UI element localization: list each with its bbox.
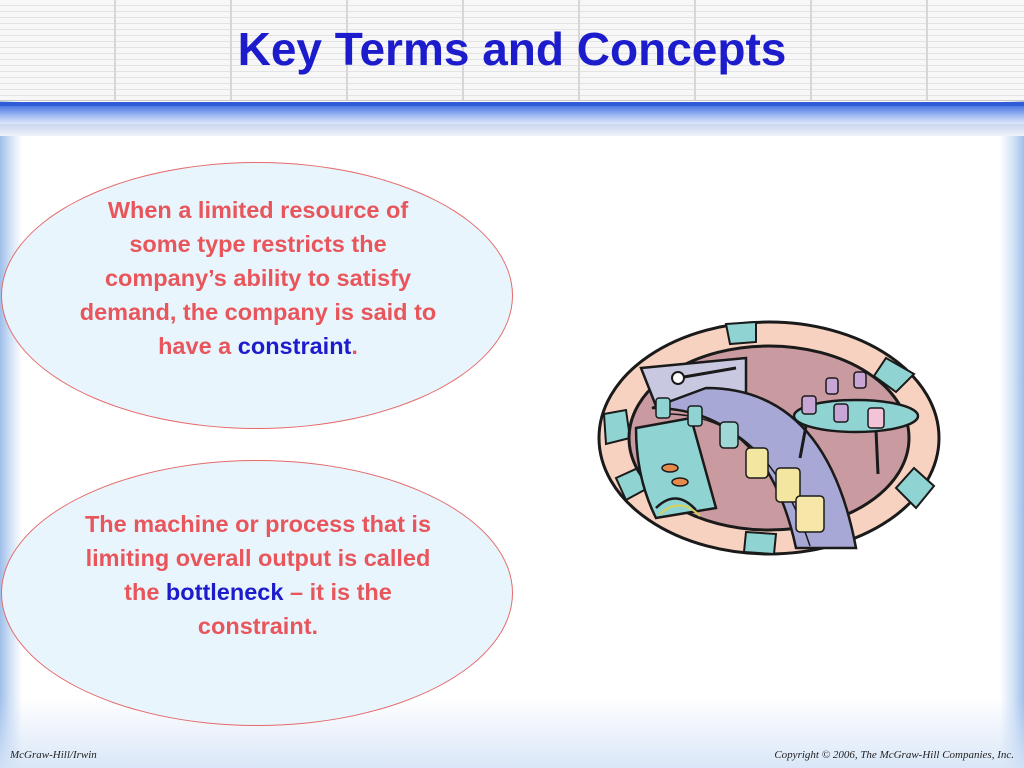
title-divider	[0, 102, 1024, 136]
term-bottleneck: bottleneck	[165, 579, 284, 605]
slide-title: Key Terms and Concepts	[237, 23, 787, 75]
definition-oval-bottleneck: The machine or process that is limiting …	[1, 460, 513, 726]
header-band	[0, 0, 1024, 101]
factory-assembly-line-icon	[596, 318, 942, 558]
term-constraint: constraint	[237, 333, 352, 359]
definition-text-constraint: When a limited resource of some type res…	[79, 197, 437, 359]
footer-copyright: Copyright © 2006, The McGraw-Hill Compan…	[774, 749, 1014, 761]
definition-oval-constraint: When a limited resource of some type res…	[1, 162, 513, 429]
footer-publisher: McGraw-Hill/Irwin	[10, 749, 97, 761]
definition-text-bottleneck: The machine or process that is limiting …	[84, 511, 432, 639]
